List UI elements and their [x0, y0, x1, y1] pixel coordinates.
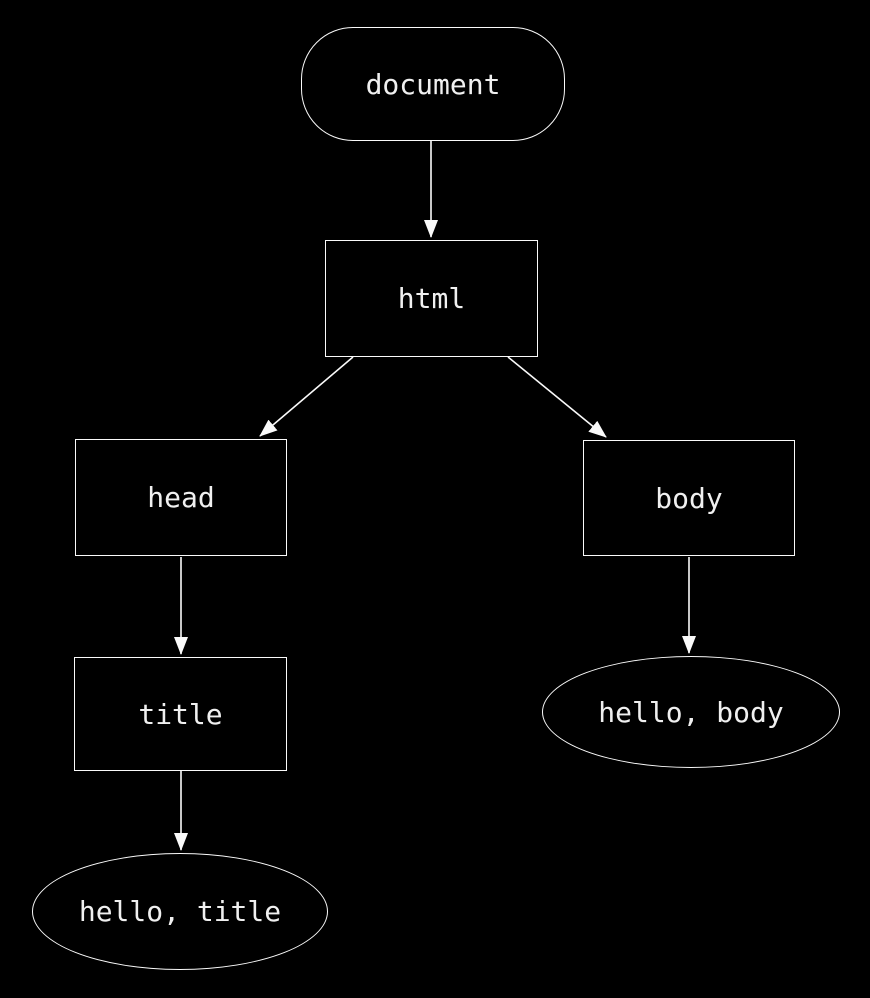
node-title: title	[74, 657, 287, 771]
node-document-label: document	[365, 67, 501, 101]
node-hello-title-label: hello, title	[78, 895, 282, 928]
node-html: html	[325, 240, 538, 357]
node-head: head	[75, 439, 287, 556]
edge-html-head	[259, 356, 354, 437]
node-hello-title: hello, title	[32, 853, 328, 970]
node-hello-body-label: hello, body	[598, 695, 784, 729]
node-html-label: html	[397, 282, 466, 315]
edge-html-body	[507, 356, 607, 438]
node-head-label: head	[147, 481, 215, 514]
node-body: body	[583, 440, 795, 556]
node-document: document	[301, 27, 565, 141]
node-title-label: title	[138, 697, 223, 731]
node-body-label: body	[655, 481, 723, 515]
node-hello-body: hello, body	[542, 656, 840, 768]
